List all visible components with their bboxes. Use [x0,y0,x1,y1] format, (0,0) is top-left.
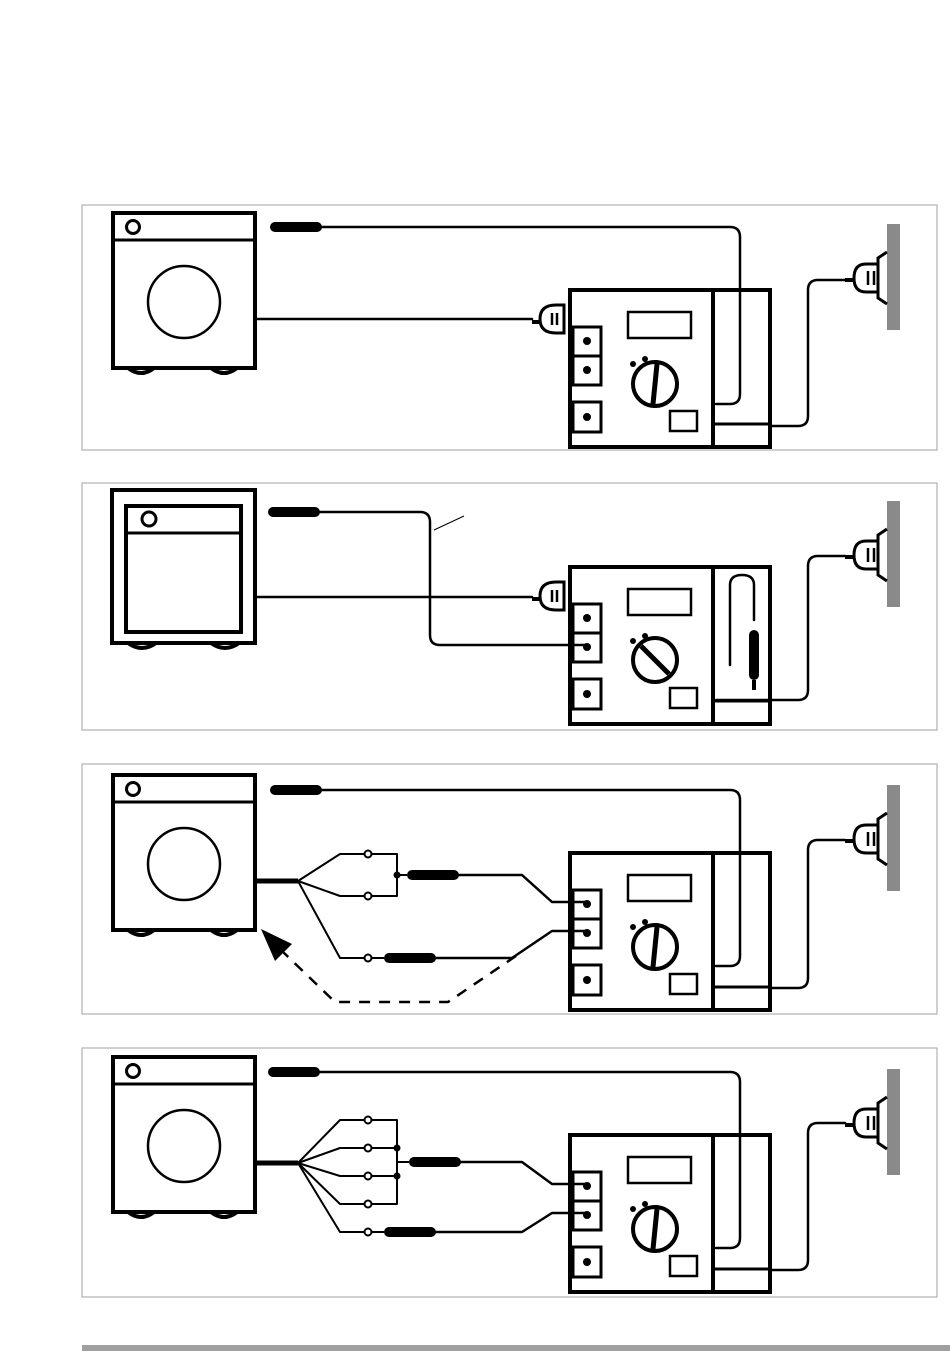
probe-clip-icon [384,1227,436,1237]
tester-dial [633,925,677,969]
wall-socket-icon [845,501,900,607]
plug-icon [532,582,564,610]
terminal-icon [365,955,372,962]
tester-dial [633,638,677,682]
terminal-icon [365,1145,372,1152]
probe-clip-icon [409,1157,461,1167]
tester-dial [633,1207,677,1251]
probe-clip-icon [270,222,322,232]
panel-4 [82,1048,937,1297]
terminal-icon [365,851,372,858]
panel-2 [82,483,937,730]
probe-clip-icon [268,507,320,517]
probe-clip-icon [268,1067,320,1077]
wall-socket-icon [845,1069,900,1175]
terminal-icon [365,893,372,900]
footer-rule [82,1345,950,1351]
tester-dial [633,362,677,406]
panel-1 [82,205,937,450]
washing-machine-icon [113,775,255,935]
terminal-icon [365,1229,372,1236]
probe-clip-icon [270,785,322,795]
plug-icon [532,305,564,333]
wall-socket-icon [845,785,900,891]
terminal-icon [365,1117,372,1124]
panel-3 [82,764,937,1014]
dryer-icon [112,490,255,648]
terminal-icon [365,1173,372,1180]
terminal-icon [365,1201,372,1208]
washing-machine-icon [113,1057,255,1217]
probe-clip-icon [407,870,459,880]
washing-machine-icon [113,213,255,373]
probe-clip-icon [384,953,436,963]
wall-socket-icon [845,224,900,330]
